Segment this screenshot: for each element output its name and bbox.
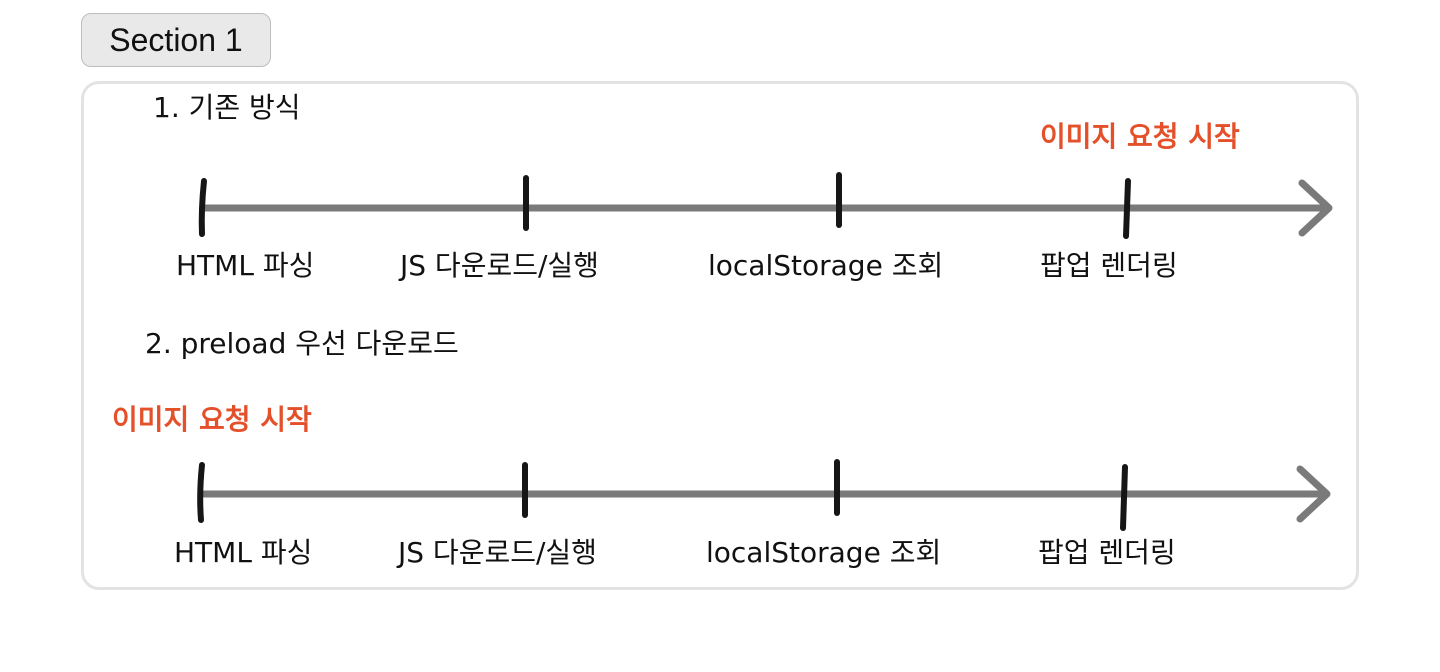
timeline-1-image-request-marker: 이미지 요청 시작 — [1040, 120, 1240, 153]
timeline-2-step-popup-render: 팝업 렌더링 — [1038, 536, 1176, 569]
timeline-2-step-localstorage: localStorage 조회 — [706, 536, 942, 569]
diagram-frame — [81, 81, 1359, 590]
timeline-1-tick-1 — [198, 178, 207, 237]
timeline-1-step-js-download: JS 다운로드/실행 — [400, 249, 599, 282]
timeline-1-step-popup-render: 팝업 렌더링 — [1040, 249, 1178, 282]
timeline-2-step-html-parsing: HTML 파싱 — [174, 536, 313, 569]
timeline-2-arrowhead — [1296, 465, 1331, 523]
timeline-1-step-localstorage: localStorage 조회 — [708, 249, 944, 282]
timeline-1-arrowhead — [1298, 179, 1333, 237]
timeline-1-heading: 1. 기존 방식 — [153, 91, 301, 124]
section-label: Section 1 — [81, 13, 271, 67]
timeline-1-tick-4 — [1123, 178, 1131, 239]
timeline-2-heading: 2. preload 우선 다운로드 — [145, 327, 459, 360]
timeline-2-step-js-download: JS 다운로드/실행 — [398, 536, 597, 569]
timeline-1-step-html-parsing: HTML 파싱 — [176, 249, 315, 282]
timeline-2-image-request-marker: 이미지 요청 시작 — [112, 403, 312, 436]
timeline-2-tick-1 — [197, 462, 205, 523]
timeline-2-tick-4 — [1120, 464, 1128, 531]
